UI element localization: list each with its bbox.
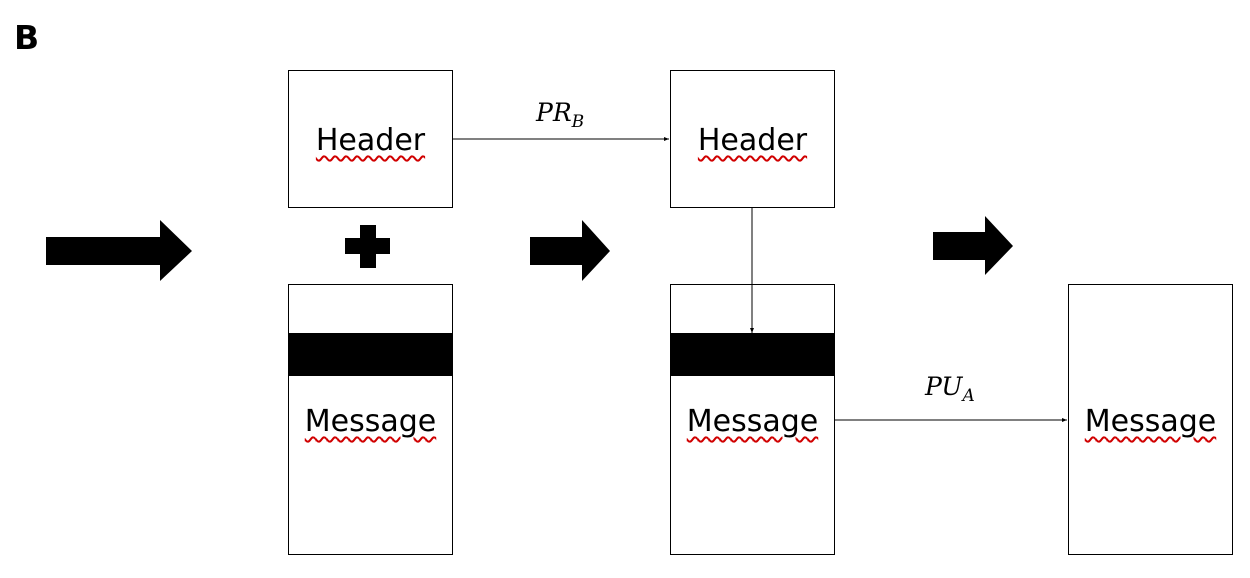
message-label-1: Message [304,404,437,439]
right-arrow-icon [530,220,610,281]
encrypted-band-1 [289,333,452,376]
message-label-2: Message [686,404,819,439]
message-box-3: Message [1068,284,1233,555]
header-label-1: Header [315,123,426,158]
right-arrow-icon [46,220,192,281]
header-box-1: Header [288,70,453,208]
plus-icon [345,225,390,268]
message-label-3: Message [1084,404,1217,439]
edge-label-pr-b: PRB [536,98,585,132]
panel-label: B [14,18,40,57]
right-arrow-icon [933,216,1013,275]
message-box-1: Message [288,284,453,555]
edge-label-pu-a: PUA [925,372,975,406]
header-label-2: Header [697,123,808,158]
header-box-2: Header [670,70,835,208]
encrypted-band-2 [671,333,834,376]
